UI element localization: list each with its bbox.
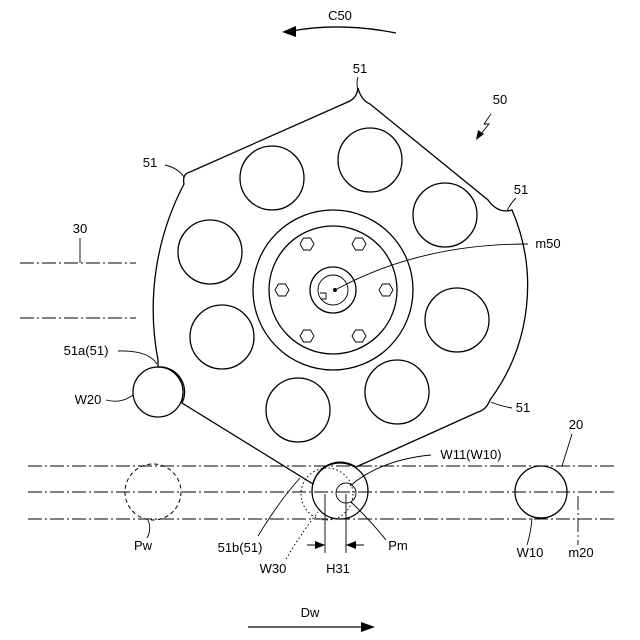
label-w11: W11(W10) (440, 447, 501, 462)
label-30: 30 (73, 221, 87, 236)
label-20: 20 (569, 417, 583, 432)
label-h31: H31 (326, 561, 350, 576)
label-w10: W10 (517, 545, 544, 560)
label-w30: W30 (260, 561, 287, 576)
label-51-right: 51 (514, 182, 528, 197)
label-pw: Pw (134, 538, 153, 553)
label-51-left: 51 (143, 155, 157, 170)
label-w20: W20 (75, 392, 102, 407)
label-m20: m20 (568, 545, 593, 560)
label-pm: Pm (388, 538, 408, 553)
label-c50: C50 (328, 8, 352, 23)
label-dw: Dw (301, 605, 320, 620)
label-51a: 51a(51) (64, 343, 109, 358)
label-51b: 51b(51) (218, 540, 263, 555)
label-51-top: 51 (353, 61, 367, 76)
label-m50: m50 (535, 236, 560, 251)
label-50: 50 (493, 92, 507, 107)
rotation-center-m50 (333, 288, 337, 292)
label-51-bottom-right: 51 (516, 400, 530, 415)
